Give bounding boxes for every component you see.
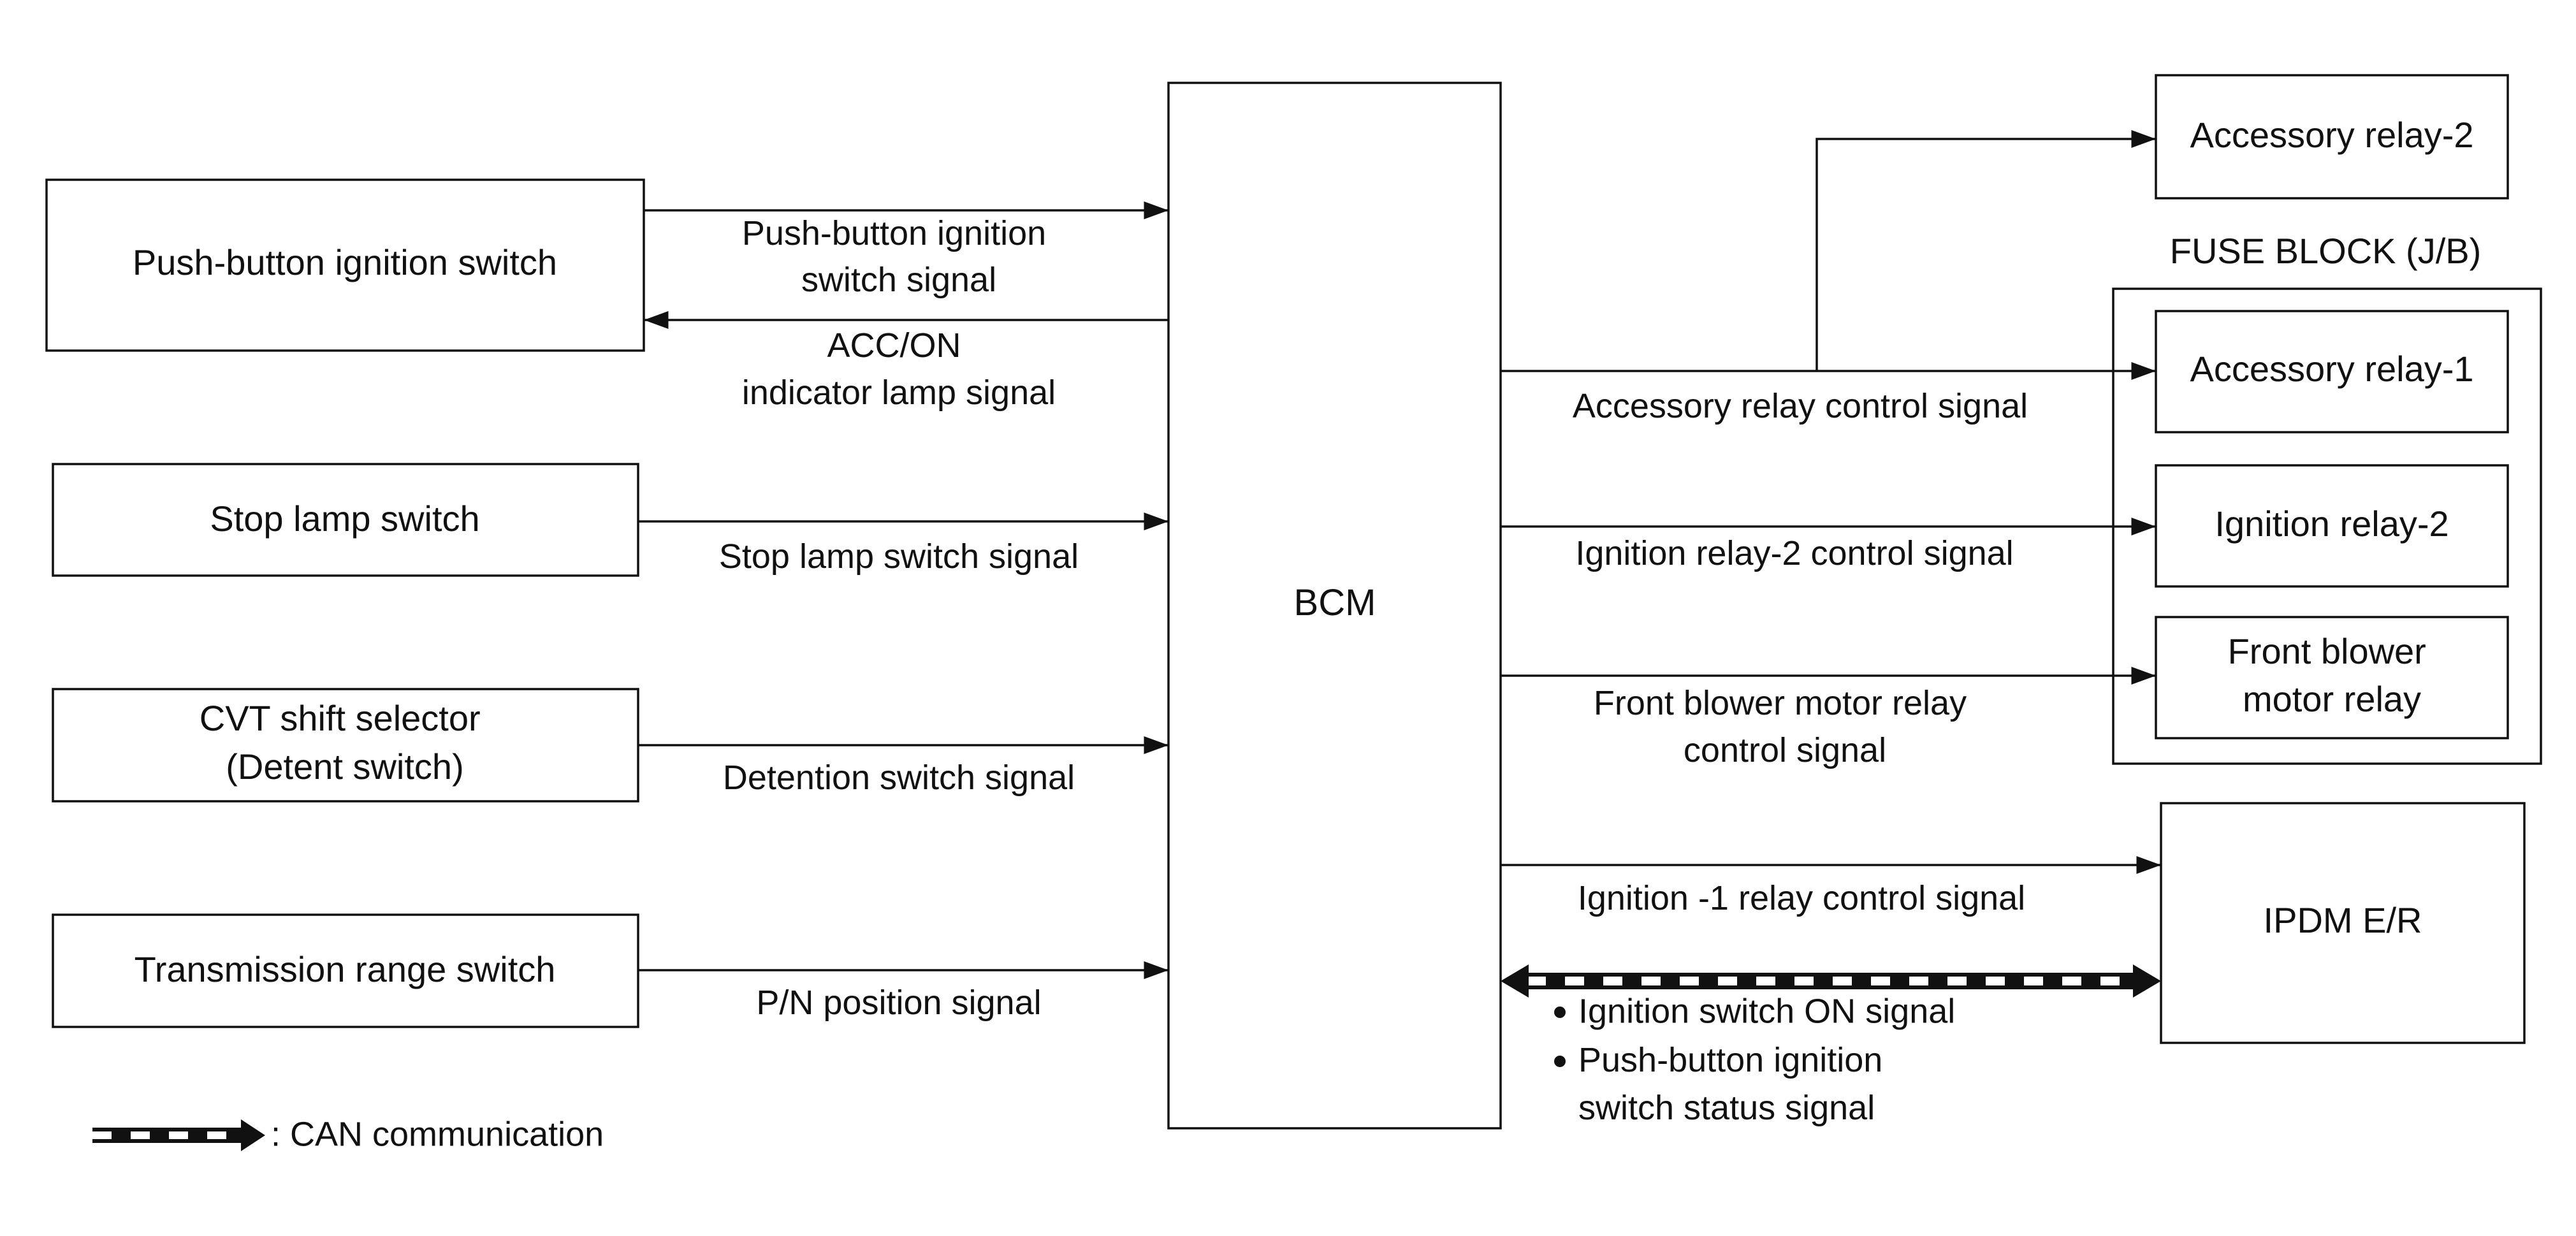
bcm-box: BCM [1167,82,1502,1130]
push-button-signal-label: Push-button ignition switch signal [742,214,1056,299]
push-button-ignition-switch-box: Push-button ignition switch [45,178,645,352]
pn-position-label: P/N position signal [756,984,1041,1022]
bullet-icon [1554,1007,1566,1018]
can-line-sample-icon [92,1119,265,1151]
accessory-relay-1-label: Accessory relay-1 [2190,349,2473,389]
bcm-label: BCM [1294,582,1376,623]
ignition-relay-2-control-label: Ignition relay-2 control signal [1575,534,2013,572]
can-item-push-button-status: Push-button ignition switch status signa… [1578,1041,1892,1127]
can-item-ignition-on: Ignition switch ON signal [1578,992,1955,1030]
accessory-relay-2-branch [1816,130,2156,371]
ignition-relay-2-label: Ignition relay-2 [2215,504,2449,544]
cvt-shift-selector-label: CVT shift selector (Detent switch) [200,698,490,787]
transmission-range-switch-label: Transmission range switch [135,949,556,989]
legend: : CAN communication [92,1115,604,1153]
stop-lamp-switch-label: Stop lamp switch [210,498,479,539]
front-blower-motor-relay-box: Front blower motor relay [2155,616,2509,739]
ignition-1-relay-control-label: Ignition -1 relay control signal [1578,879,2025,917]
accessory-relay-2-box: Accessory relay-2 [2155,74,2509,200]
ignition-relay-2-box: Ignition relay-2 [2155,464,2509,588]
detention-signal-label: Detention switch signal [723,759,1075,797]
can-signal-list: Ignition switch ON signal Push-button ig… [1554,992,1955,1127]
stop-lamp-signal-label: Stop lamp switch signal [719,537,1079,576]
ipdm-er-box: IPDM E/R [2160,802,2526,1044]
can-communication-line [1501,964,2161,998]
legend-can-label: : CAN communication [271,1115,604,1153]
blower-relay-control-label: Front blower motor relay control signal [1594,684,1976,769]
acc-on-indicator-label: ACC/ON indicator lamp signal [742,326,1056,412]
transmission-range-switch-box: Transmission range switch [52,913,639,1028]
stop-lamp-switch-box: Stop lamp switch [52,463,639,577]
accessory-relay-control-label: Accessory relay control signal [1573,387,2028,425]
fuse-block-title: FUSE BLOCK (J/B) [2170,231,2482,271]
ipdm-er-label: IPDM E/R [2264,900,2422,940]
push-button-ignition-switch-label: Push-button ignition switch [133,242,557,282]
bullet-icon [1554,1056,1566,1067]
accessory-relay-1-box: Accessory relay-1 [2155,310,2509,433]
front-blower-motor-relay-label: Front blower motor relay [2228,631,2436,719]
cvt-shift-selector-box: CVT shift selector (Detent switch) [52,688,639,803]
accessory-relay-2-label: Accessory relay-2 [2190,115,2473,155]
